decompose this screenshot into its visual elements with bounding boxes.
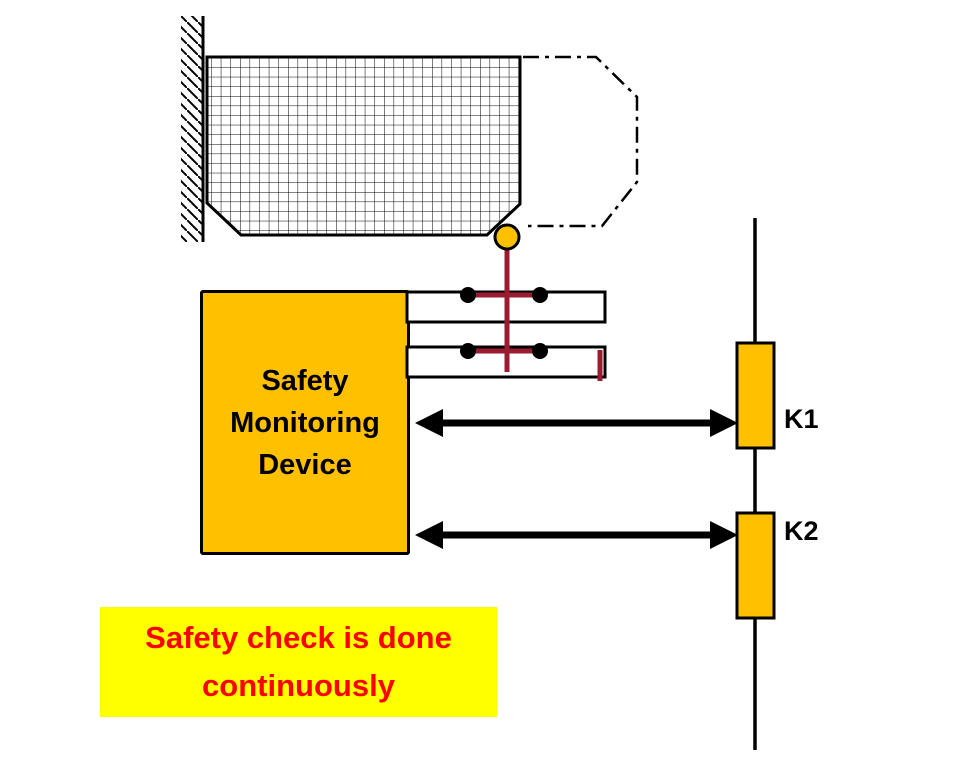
feedback-arrow-k2 [415,521,738,549]
mesh-gate [205,55,522,237]
wall-hatching [181,16,203,242]
gate-open-outline [523,55,639,228]
safety-check-banner: Safety check is done continuously [100,607,497,717]
relay-k1 [735,341,776,450]
feedback-arrow-k1 [415,409,738,437]
relay-k1-label: K1 [784,404,819,434]
banner-line-1: Safety check is done [145,620,452,655]
device-label-line-3: Device [258,448,352,481]
banner-line-2: continuously [202,668,395,703]
device-label-line-2: Monitoring [230,406,380,439]
contact-dot [532,287,548,303]
device-label-line-1: Safety [261,364,349,397]
contact-dot [460,343,476,359]
relay-k2 [735,511,776,620]
safety-monitoring-device-box: Safety Monitoring Device [200,290,410,555]
contact-bar-top [405,290,607,324]
hinge-circle [493,223,521,251]
relay-k2-label: K2 [784,516,819,546]
contact-dot [460,287,476,303]
contact-dot [532,343,548,359]
contact-bar-bottom [405,345,607,379]
